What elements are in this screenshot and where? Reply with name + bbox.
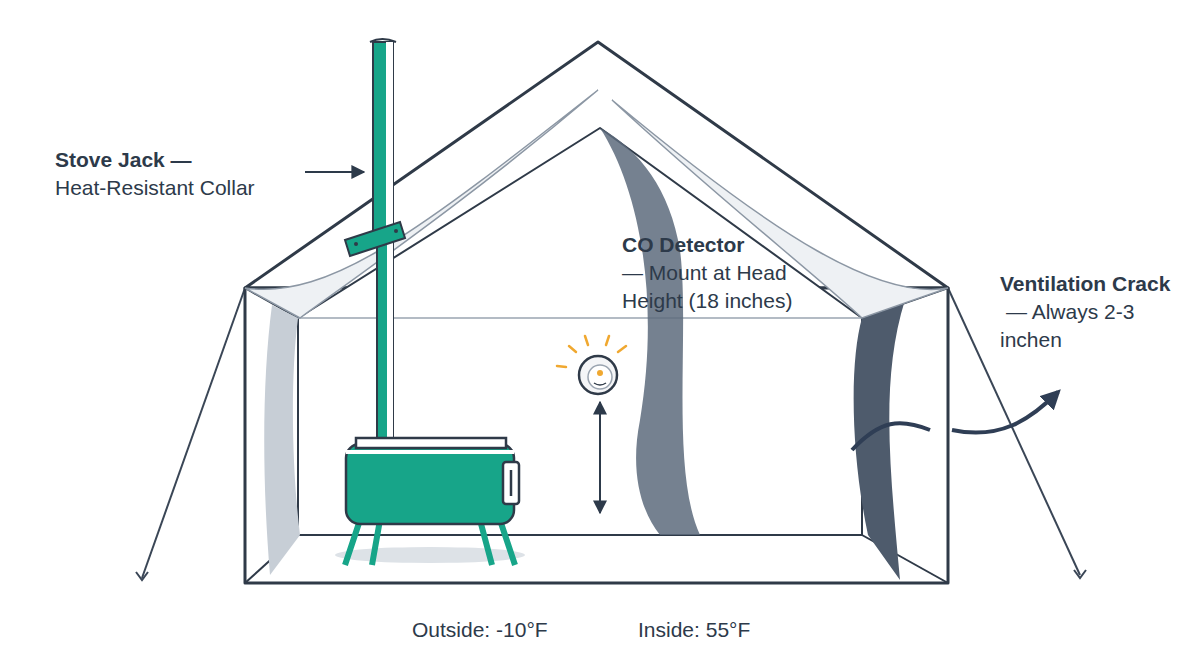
callout-group: Ventilation Crack — Always 2-3 inchen [1000,270,1195,354]
leader-line [305,171,364,173]
co-detector [557,336,626,394]
callout-heading: Ventilation Crack [1000,272,1170,295]
callout-heading: Stove Jack — [55,146,255,174]
fabric-drapes [245,90,948,580]
callout-group: Stove Jack —Heat-Resistant Collar [55,146,255,202]
callout-group: Outside: -10°F [412,616,548,644]
callout-group: CO Detector— Mount at Head Height (18 in… [622,231,797,315]
callout-text: — Always 2-3 inchen [1000,300,1134,351]
callout-text: — Mount at Head Height (18 inches) [622,259,797,315]
tent-body [245,42,948,583]
callout-text: Heat-Resistant Collar [55,174,255,202]
callout-heading: CO Detector [622,231,797,259]
ventilation-arrow [852,392,1058,450]
height-dimension [599,402,601,513]
stove-jack [345,222,405,256]
wood-stove [335,438,525,565]
callout-text: Outside: -10°F [412,616,548,644]
callout-group: Inside: 55°F [638,616,750,644]
callout-text: Inside: 55°F [638,616,750,644]
